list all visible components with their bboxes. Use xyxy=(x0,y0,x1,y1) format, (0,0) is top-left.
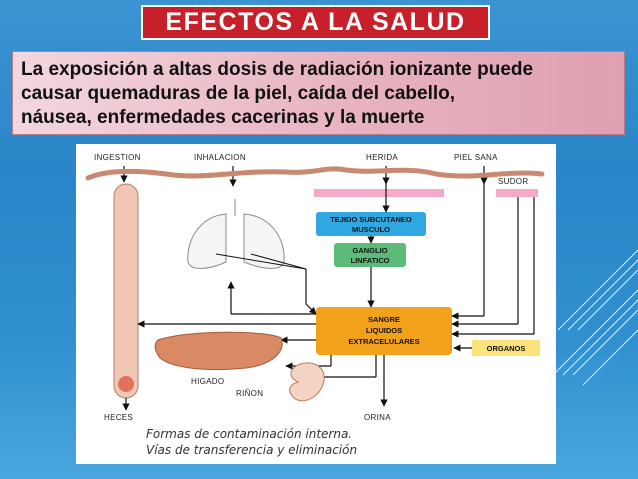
flow-arrows xyxy=(122,184,535,411)
label-ingestion: INGESTION xyxy=(94,153,141,162)
tejido-label-1: TEJIDO SUBCUTANEO xyxy=(330,215,412,224)
organos-box xyxy=(472,340,540,356)
kidney-icon xyxy=(289,362,325,402)
label-inhalacion: INHALACION xyxy=(194,153,246,162)
decorative-lines xyxy=(552,249,638,386)
sangre-box xyxy=(316,307,452,355)
label-sudor: SUDOR xyxy=(498,177,528,186)
liver-icon xyxy=(154,331,283,370)
lung-lines xyxy=(215,253,307,270)
label-herida: HERIDA xyxy=(366,153,398,162)
ganglio-box xyxy=(334,243,406,267)
sudor-band-right xyxy=(496,189,538,197)
colon-mark xyxy=(118,376,134,392)
caption-line-1: Formas de contaminación interna. xyxy=(146,427,352,441)
intro-line-3: náusea, enfermedades cacerinas y la muer… xyxy=(21,107,425,128)
intro-text-box: La exposición a altas dosis de radiación… xyxy=(12,51,625,135)
ganglio-label-2: LINFATICO xyxy=(350,256,389,265)
intro-line-2: causar quemaduras de la piel, caída del … xyxy=(21,83,456,104)
digestive-tube xyxy=(113,183,139,399)
lungs-icon xyxy=(187,199,285,269)
label-higado: HIGADO xyxy=(191,377,224,386)
contamination-diagram: INGESTION INHALACION HERIDA PIEL SANA SU… xyxy=(76,144,556,464)
diagram-svg: INGESTION INHALACION HERIDA PIEL SANA SU… xyxy=(85,153,545,457)
label-heces: HECES xyxy=(104,413,133,422)
ganglio-label-1: GANGLIO xyxy=(353,246,388,255)
slide-title: EFECTOS A LA SALUD xyxy=(165,8,466,36)
title-banner: EFECTOS A LA SALUD xyxy=(141,5,490,40)
sudor-band xyxy=(314,189,444,197)
label-rinon: RIÑON xyxy=(236,389,263,398)
organos-label: ORGANOS xyxy=(487,344,526,353)
tejido-box xyxy=(316,212,426,236)
intro-line-1: La exposición a altas dosis de radiación… xyxy=(21,59,534,80)
caption-line-2: Vías de transferencia y eliminación xyxy=(146,443,357,457)
tejido-label-2: MUSCULO xyxy=(352,225,390,234)
sangre-label-2: LIQUIDOS xyxy=(366,326,402,335)
label-orina: ORINA xyxy=(364,413,391,422)
sangre-label-3: EXTRACELULARES xyxy=(348,337,419,346)
label-piel-sana: PIEL SANA xyxy=(454,153,498,162)
sangre-label-1: SANGRE xyxy=(368,315,400,324)
skin-band xyxy=(85,166,545,181)
